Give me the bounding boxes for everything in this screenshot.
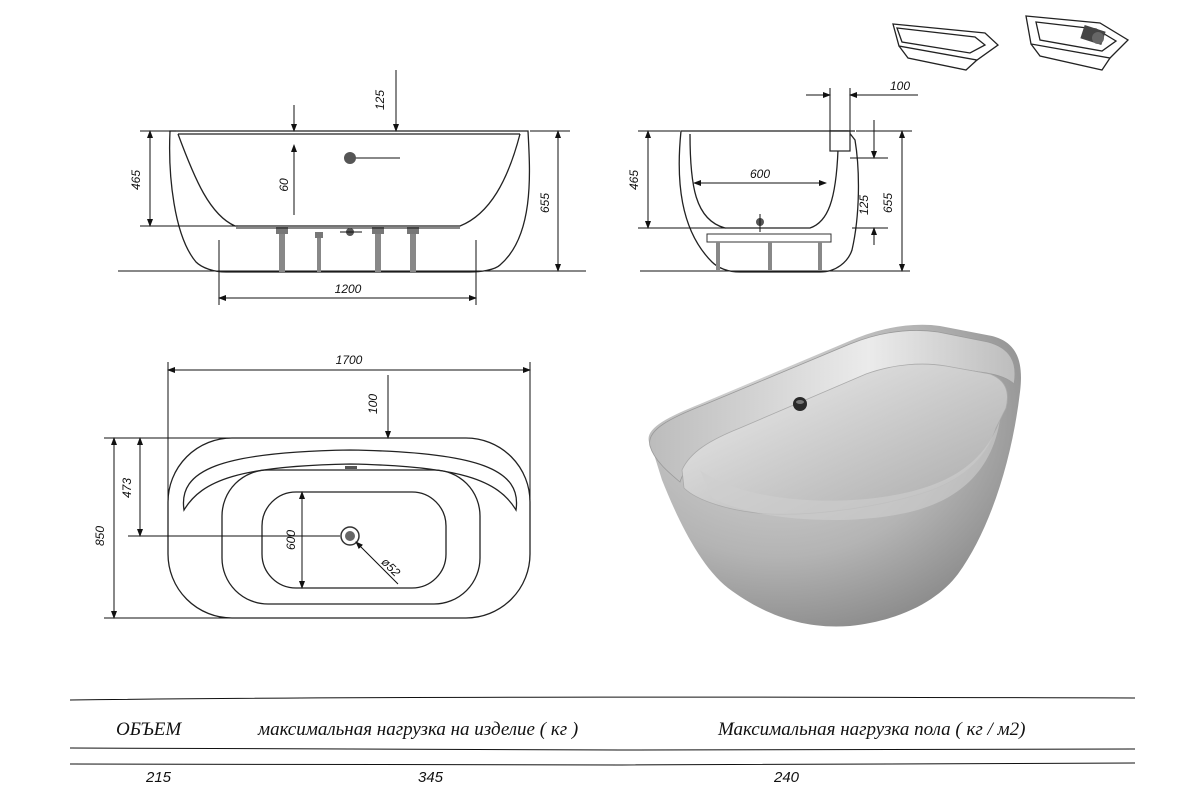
- svg-text:600: 600: [284, 530, 298, 550]
- side-basin-inner: [689, 133, 839, 229]
- value-max-floor-load: 240: [773, 769, 800, 786]
- thumbnail-bathtub-outline: [892, 23, 1000, 71]
- svg-text:465: 465: [129, 170, 143, 190]
- svg-text:1200: 1200: [335, 282, 362, 296]
- svg-text:850: 850: [93, 526, 107, 546]
- front-legs: [236, 226, 460, 272]
- front-view: 125 465 60 655 1200: [118, 70, 586, 305]
- top-outer-rim: [167, 437, 531, 619]
- svg-text:125: 125: [373, 90, 387, 110]
- svg-text:60: 60: [277, 178, 291, 192]
- svg-text:ø52: ø52: [379, 555, 404, 580]
- side-shell-outer: [678, 130, 860, 273]
- header-volume: ОБЪЕМ: [116, 719, 182, 740]
- value-volume: 215: [145, 769, 172, 786]
- top-backrest: [182, 449, 518, 512]
- svg-text:473: 473: [120, 478, 134, 498]
- bathtub-3d-render: [648, 324, 1021, 627]
- header-max-floor-load: Максимальная нагрузка пола ( кг / м2): [717, 719, 1025, 740]
- value-max-load-product: 345: [418, 769, 444, 786]
- svg-text:655: 655: [881, 193, 895, 213]
- svg-text:100: 100: [890, 79, 910, 93]
- front-shell-outer: [169, 130, 531, 273]
- thumbnail-bathtub-with-panel: [1025, 15, 1130, 71]
- svg-text:125: 125: [857, 195, 871, 215]
- svg-text:100: 100: [366, 394, 380, 414]
- svg-text:1700: 1700: [336, 353, 363, 367]
- top-inner-bottom: [261, 491, 447, 589]
- spec-table: ОБЪЕМ максимальная нагрузка на изделие (…: [69, 696, 1136, 786]
- svg-text:600: 600: [750, 167, 770, 181]
- header-max-load-product: максимальная нагрузка на изделие ( кг ): [257, 719, 578, 740]
- top-view: ø52 1700 100 850 473 600: [93, 353, 531, 619]
- top-basin: [221, 469, 481, 605]
- front-basin-inner: [177, 133, 521, 227]
- side-view: 100 465 600 125 655: [627, 79, 918, 273]
- svg-text:465: 465: [627, 170, 641, 190]
- overflow-front: [344, 152, 356, 164]
- svg-text:655: 655: [538, 193, 552, 213]
